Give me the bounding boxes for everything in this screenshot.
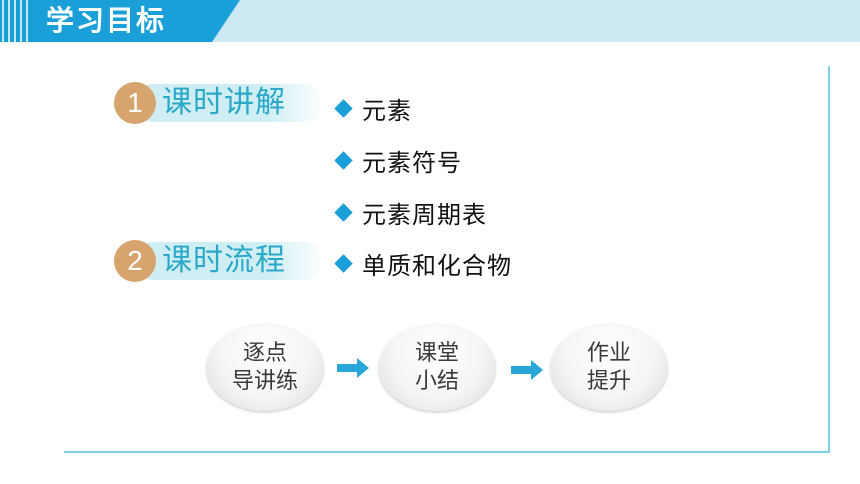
diamond-bullet-icon [334, 98, 353, 118]
frame-right-line [828, 66, 830, 452]
title-tab [0, 0, 240, 42]
topic-text: 元素符号 [362, 148, 462, 177]
diamond-bullet-icon [334, 202, 353, 222]
section-number-badge: 1 [114, 82, 156, 124]
topic-item: 单质和化合物 [333, 247, 512, 280]
topic-text: 元素周期表 [362, 200, 487, 229]
topic-item: 元素符号 [333, 144, 462, 177]
topic-text: 元素 [362, 96, 412, 125]
right-arrow-icon [511, 360, 543, 380]
section-number-badge: 2 [114, 240, 156, 282]
tab-stripes-decoration [2, 0, 32, 42]
topic-text: 单质和化合物 [362, 251, 512, 280]
section-pill [134, 242, 324, 280]
flow-step-line1: 课堂 [414, 341, 459, 366]
flow-step-practice[interactable]: 逐点 导讲练 [207, 325, 323, 411]
page-title: 学习目标 [46, 4, 167, 37]
flow-step-line2: 小结 [414, 369, 459, 394]
topic-item: 元素 [333, 92, 412, 125]
flow-step-line2: 提升 [586, 369, 631, 394]
right-arrow-icon [337, 358, 369, 378]
section-label: 课时流程 [162, 243, 286, 278]
diamond-bullet-icon [334, 150, 353, 170]
topic-item: 元素周期表 [333, 196, 487, 229]
section-label: 课时讲解 [162, 85, 286, 120]
flow-step-line1: 逐点 [242, 341, 287, 366]
diamond-bullet-icon [334, 253, 353, 273]
flow-step-homework[interactable]: 作业 提升 [551, 325, 667, 411]
flow-step-summary[interactable]: 课堂 小结 [379, 325, 495, 411]
frame-bottom-line [64, 451, 830, 453]
section-pill [134, 84, 324, 122]
flow-step-line2: 导讲练 [231, 369, 298, 394]
flow-step-line1: 作业 [586, 341, 631, 366]
